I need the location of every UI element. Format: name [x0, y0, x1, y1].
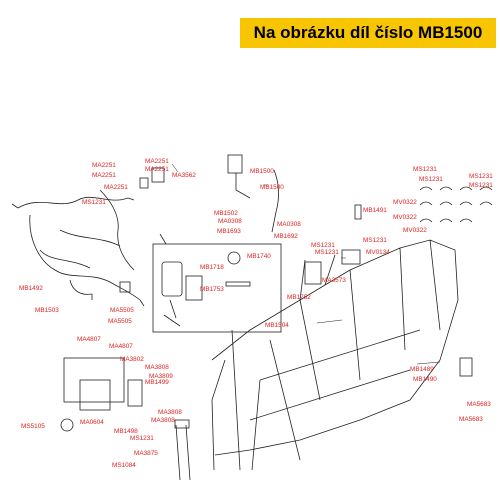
- part-label: MS1231: [469, 182, 493, 189]
- part-label: MA5505: [110, 307, 134, 314]
- part-label: MB1490: [413, 376, 437, 383]
- part-label: MS1231: [413, 166, 437, 173]
- part-label: MB1752: [287, 294, 311, 301]
- part-number-banner: Na obrázku díl číslo MB1500: [240, 18, 496, 48]
- part-label: MB1718: [200, 264, 224, 271]
- part-label: MS1231: [469, 173, 493, 180]
- part-label: MB1500: [250, 168, 274, 175]
- part-label: MA0604: [80, 419, 104, 426]
- part-label: MA3562: [172, 172, 196, 179]
- part-label: MA3808: [145, 364, 169, 371]
- part-label: MV0134: [366, 249, 390, 256]
- part-label: MS1231: [363, 237, 387, 244]
- part-label: MB1693: [217, 228, 241, 235]
- ignition-callout-box: [152, 243, 282, 333]
- part-label: MB1740: [247, 253, 271, 260]
- part-label: MA2251: [104, 184, 128, 191]
- part-label: MA2251: [92, 162, 116, 169]
- part-label: MB1489: [410, 366, 434, 373]
- part-label: MS1231: [311, 242, 335, 249]
- part-label: MA3573: [322, 277, 346, 284]
- part-label: MS1231: [82, 199, 106, 206]
- part-label: MA5683: [459, 416, 483, 423]
- main-frame: [211, 239, 459, 471]
- part-label: MA2251: [145, 166, 169, 173]
- part-label: MA5505: [108, 318, 132, 325]
- part-label: MB1753: [200, 286, 224, 293]
- part-label: MA0308: [277, 221, 301, 228]
- part-label: MB1502: [214, 210, 238, 217]
- part-label: MV0322: [403, 227, 427, 234]
- part-label: MS1084: [112, 462, 136, 469]
- part-label: MB1492: [19, 285, 43, 292]
- part-label: MA2251: [145, 158, 169, 165]
- part-label: MA3809: [149, 373, 173, 380]
- part-label: MV0322: [393, 199, 417, 206]
- part-label: MB1503: [35, 307, 59, 314]
- part-label: MS1231: [130, 435, 154, 442]
- part-label: MB1692: [274, 233, 298, 240]
- part-label: MB1491: [363, 207, 387, 214]
- banner-title: Na obrázku díl číslo MB1500: [253, 23, 483, 42]
- part-label: MA5683: [467, 401, 491, 408]
- wiring-harness: [17, 189, 141, 301]
- part-label: MA3808: [158, 409, 182, 416]
- part-label: MA3875: [134, 450, 158, 457]
- part-label: MA4807: [77, 336, 101, 343]
- part-label: MB1499: [145, 379, 169, 386]
- part-label: MS1231: [315, 249, 339, 256]
- part-label: MB1498: [114, 428, 138, 435]
- part-label: MS1231: [419, 176, 443, 183]
- part-label: MS5105: [21, 423, 45, 430]
- part-label: MA2251: [92, 172, 116, 179]
- part-label: MA0308: [218, 218, 242, 225]
- part-label: MA3802: [120, 356, 144, 363]
- part-label: MA4807: [109, 343, 133, 350]
- part-label: MV0322: [393, 214, 417, 221]
- part-label: MB1500: [260, 184, 284, 191]
- part-label: MB1504: [265, 322, 289, 329]
- part-label: MA3808: [151, 417, 175, 424]
